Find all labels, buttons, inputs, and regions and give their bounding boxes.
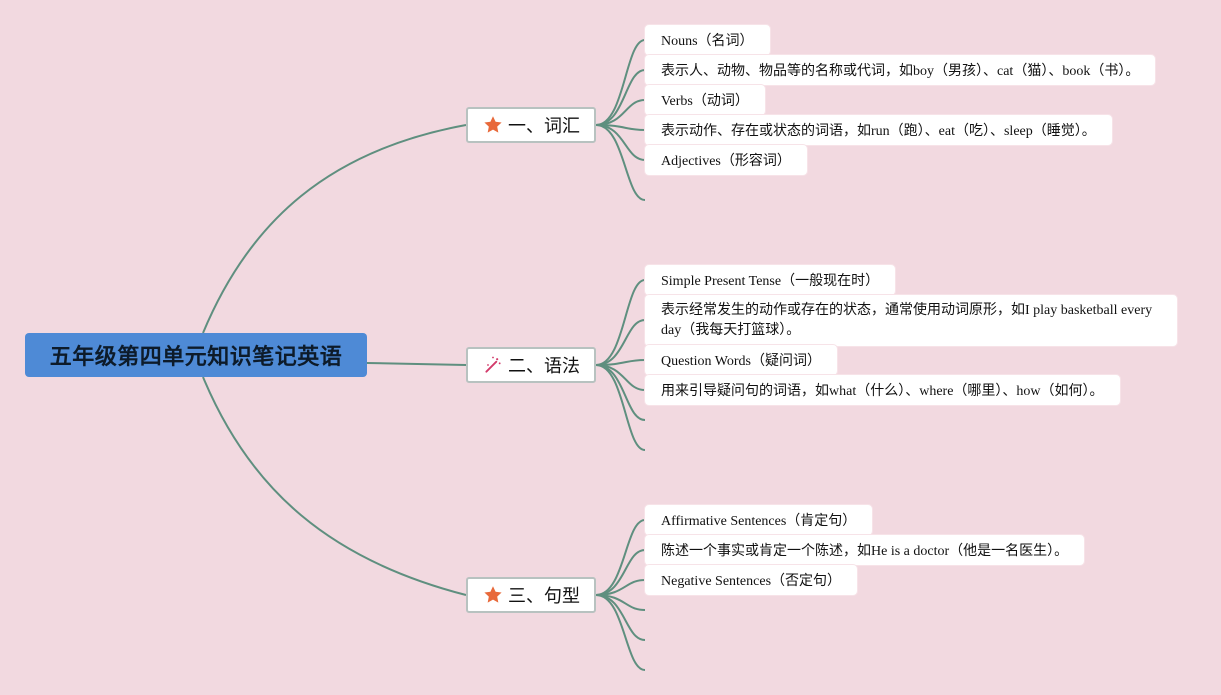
leaf-topic[interactable]: 表示动作、存在或状态的词语，如run（跑）、eat（吃）、sleep（睡觉）。: [645, 115, 1112, 145]
branch-label: 一、词汇: [508, 116, 580, 137]
magic-wand-icon: [482, 354, 504, 376]
star-icon: [482, 114, 504, 136]
branch-label: 三、句型: [508, 586, 580, 607]
leaf-topic[interactable]: 表示经常发生的动作或存在的状态，通常使用动词原形，如I play basketb…: [645, 295, 1177, 346]
branch-vocabulary[interactable]: 一、词汇: [466, 107, 596, 143]
leaf-topic[interactable]: Negative Sentences（否定句）: [645, 565, 858, 595]
leaf-topic[interactable]: Nouns（名词）: [645, 25, 770, 55]
leaf-topic[interactable]: Question Words（疑问词）: [645, 345, 838, 375]
branch-grammar[interactable]: 二、语法: [466, 347, 596, 383]
leaf-topic[interactable]: Adjectives（形容词）: [645, 145, 807, 175]
leaf-topic[interactable]: 表示人、动物、物品等的名称或代词，如boy（男孩）、cat（猫）、book（书）…: [645, 55, 1156, 85]
leaf-topic[interactable]: 陈述一个事实或肯定一个陈述，如He is a doctor（他是一名医生）。: [645, 535, 1085, 565]
leaf-topic[interactable]: Affirmative Sentences（肯定句）: [645, 505, 873, 535]
branch-label: 二、语法: [508, 356, 580, 377]
leaf-topic[interactable]: Simple Present Tense（一般现在时）: [645, 265, 896, 295]
leaf-topic[interactable]: Verbs（动词）: [645, 85, 765, 115]
central-topic[interactable]: 五年级第四单元知识笔记英语: [25, 333, 367, 377]
branch-sentence-patterns[interactable]: 三、句型: [466, 577, 596, 613]
leaf-topic[interactable]: 用来引导疑问句的词语，如what（什么）、where（哪里）、how（如何）。: [645, 375, 1120, 405]
star-icon: [482, 584, 504, 606]
